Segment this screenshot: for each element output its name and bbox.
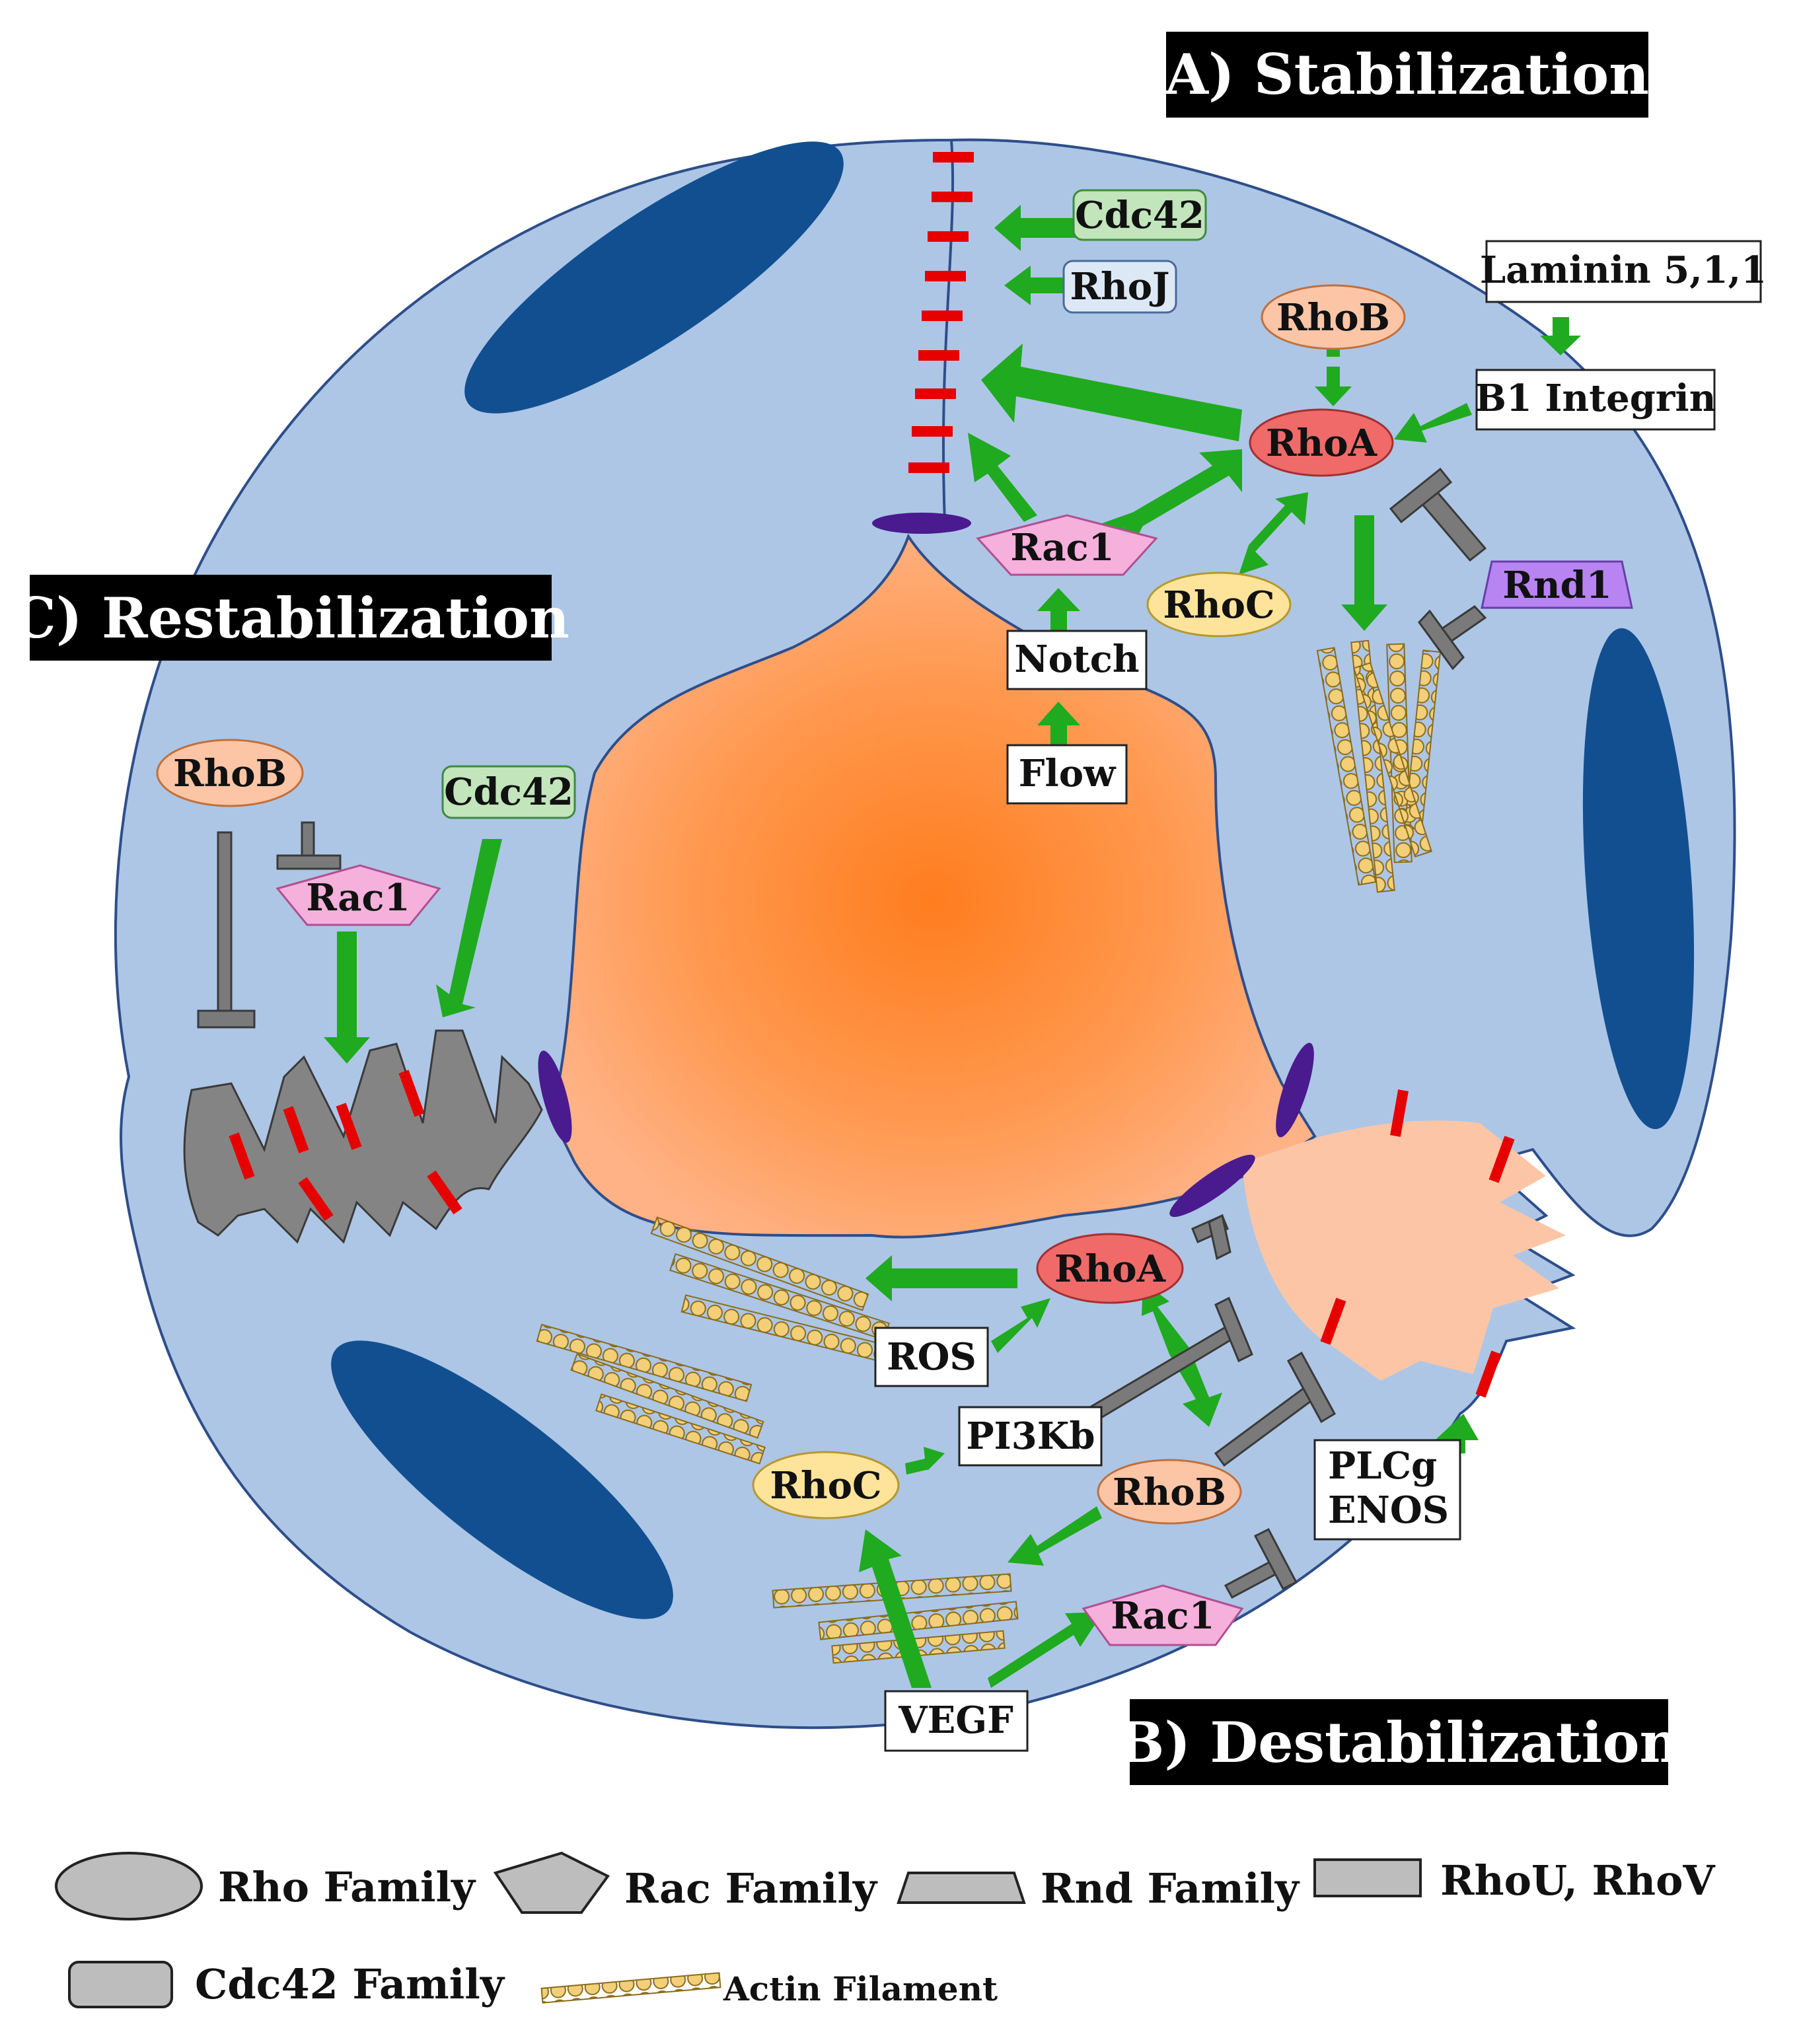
legend-rnd: Rnd Family <box>897 1864 1300 1913</box>
legend: Rho Family Rac Family Rnd Family RhoU, R… <box>55 1851 1715 2008</box>
node-rhoc-destab[interactable]: RhoC <box>752 1451 900 1519</box>
node-rhoj[interactable]: RhoJ <box>1062 260 1177 314</box>
label-rhoa-stab: RhoA <box>1266 421 1378 465</box>
legend-rho-icon <box>55 1852 203 1920</box>
legend-rho: Rho Family <box>55 1852 476 1920</box>
destabilization-nodes: RhoA ROS PI3Kb RhoC RhoB PLCg ENOS Rac1 <box>752 1233 1461 1752</box>
header-stabilization: A) Stabilization <box>1165 32 1649 118</box>
node-cdc42-restab[interactable]: Cdc42 <box>441 765 576 819</box>
label-flow: Flow <box>1019 752 1117 795</box>
label-rhoc-destab: RhoC <box>770 1464 881 1508</box>
legend-rhouv: RhoU, RhoV <box>1313 1856 1715 1905</box>
legend-rac-label: Rac Family <box>624 1864 878 1913</box>
label-b1-integrin: B1 Integrin <box>1475 377 1716 420</box>
junction-bars-right <box>1320 1089 1515 1398</box>
title-restabilization: C) Restabilization <box>12 585 569 651</box>
legend-cdc42-label: Cdc42 Family <box>195 1960 505 2008</box>
label-cdc42-restab: Cdc42 <box>444 770 573 814</box>
junction-left <box>538 1050 572 1143</box>
legend-cdc42: Cdc42 Family <box>68 1960 505 2008</box>
node-rhob-stab[interactable]: RhoB <box>1261 284 1406 350</box>
label-cdc42-stab: Cdc42 <box>1075 194 1204 237</box>
neighbor-cell-fragment <box>1242 1120 1566 1381</box>
restabilization-nodes: RhoB Rac1 Cdc42 <box>156 739 576 926</box>
restabilization-junction-zone <box>183 1029 543 1244</box>
label-rnd1: Rnd1 <box>1502 564 1611 607</box>
legend-cdc42-icon <box>68 1961 173 2008</box>
legend-actin: Actin Filament <box>540 1969 998 2008</box>
node-flow[interactable]: Flow <box>1006 744 1128 805</box>
label-plcg: PLCg <box>1328 1444 1437 1488</box>
junction-top <box>872 513 971 534</box>
label-rhob-stab: RhoB <box>1276 296 1390 340</box>
label-laminin: Laminin 5,1,1 <box>1480 248 1767 292</box>
label-enos: ENOS <box>1328 1488 1449 1532</box>
vacuole-right <box>1582 628 1695 1130</box>
node-rac1-stab[interactable]: Rac1 <box>976 514 1158 576</box>
node-rnd1[interactable]: Rnd1 <box>1481 560 1633 609</box>
node-rhob-destab[interactable]: RhoB <box>1097 1459 1242 1525</box>
vacuole-bottom-left <box>331 1340 673 1619</box>
node-pi3kb[interactable]: PI3Kb <box>958 1406 1103 1467</box>
label-rac1-destab: Rac1 <box>1111 1594 1214 1638</box>
node-notch[interactable]: Notch <box>1006 630 1148 690</box>
legend-rnd-label: Rnd Family <box>1041 1864 1300 1913</box>
legend-actin-icon <box>540 1972 721 2004</box>
actin-stress-fibers-stabilization <box>1316 639 1442 893</box>
tight-junction-bars-top <box>908 152 974 473</box>
node-rhoc-stab[interactable]: RhoC <box>1146 571 1292 638</box>
legend-rho-label: Rho Family <box>218 1863 476 1911</box>
legend-actin-label: Actin Filament <box>723 1969 998 2008</box>
legend-rnd-icon <box>897 1872 1026 1904</box>
node-rhob-restab[interactable]: RhoB <box>156 739 304 807</box>
node-rhoa-destab[interactable]: RhoA <box>1036 1233 1184 1304</box>
nucleus <box>550 533 1317 1239</box>
node-rac1-restab[interactable]: Rac1 <box>275 864 441 926</box>
header-destabilization: B) Destabilization <box>1117 1699 1680 1785</box>
node-rhoa-stab[interactable]: RhoA <box>1249 408 1394 477</box>
title-stabilization: A) Stabilization <box>1165 42 1649 107</box>
node-vegf[interactable]: VEGF <box>884 1690 1029 1752</box>
legend-rac-icon <box>493 1851 610 1914</box>
label-rhoc-stab: RhoC <box>1163 583 1274 627</box>
vacuole-top-left <box>464 141 844 414</box>
legend-rhouv-label: RhoU, RhoV <box>1440 1856 1715 1905</box>
activation-arrows[interactable] <box>324 205 1581 1688</box>
label-pi3kb: PI3Kb <box>966 1414 1095 1458</box>
label-rac1-stab: Rac1 <box>1010 526 1114 569</box>
title-destabilization: B) Destabilization <box>1117 1710 1679 1775</box>
adherens-junctions <box>538 513 1314 1218</box>
label-ros: ROS <box>887 1335 976 1379</box>
node-b1-integrin[interactable]: B1 Integrin <box>1475 369 1716 431</box>
label-rhoa-destab: RhoA <box>1054 1247 1167 1291</box>
label-vegf: VEGF <box>898 1698 1013 1742</box>
node-laminin[interactable]: Laminin 5,1,1 <box>1480 240 1767 303</box>
node-cdc42-stab[interactable]: Cdc42 <box>1072 189 1207 241</box>
stabilization-nodes: Cdc42 RhoJ Laminin 5,1,1 B1 Integrin Rho… <box>976 189 1767 805</box>
label-notch: Notch <box>1014 638 1139 681</box>
label-rhoj: RhoJ <box>1070 265 1169 309</box>
junction-right <box>1276 1042 1314 1138</box>
junction-bottom-right <box>1169 1154 1255 1218</box>
label-rhob-restab: RhoB <box>173 752 287 795</box>
vacuoles <box>331 141 1695 1619</box>
node-ros[interactable]: ROS <box>874 1327 989 1387</box>
node-plcg-enos[interactable]: PLCg ENOS <box>1313 1439 1461 1541</box>
legend-rac: Rac Family <box>493 1851 878 1914</box>
cell-cell-boundary <box>941 139 955 523</box>
node-rac1-destab[interactable]: Rac1 <box>1082 1584 1244 1646</box>
legend-rhouv-icon <box>1313 1858 1422 1897</box>
junction-bars-left <box>229 1070 462 1222</box>
header-restabilization: C) Restabilization <box>12 575 569 661</box>
label-rac1-restab: Rac1 <box>306 876 410 920</box>
label-rhob-destab: RhoB <box>1113 1471 1226 1514</box>
inhibition-arrows[interactable] <box>197 467 1487 1599</box>
